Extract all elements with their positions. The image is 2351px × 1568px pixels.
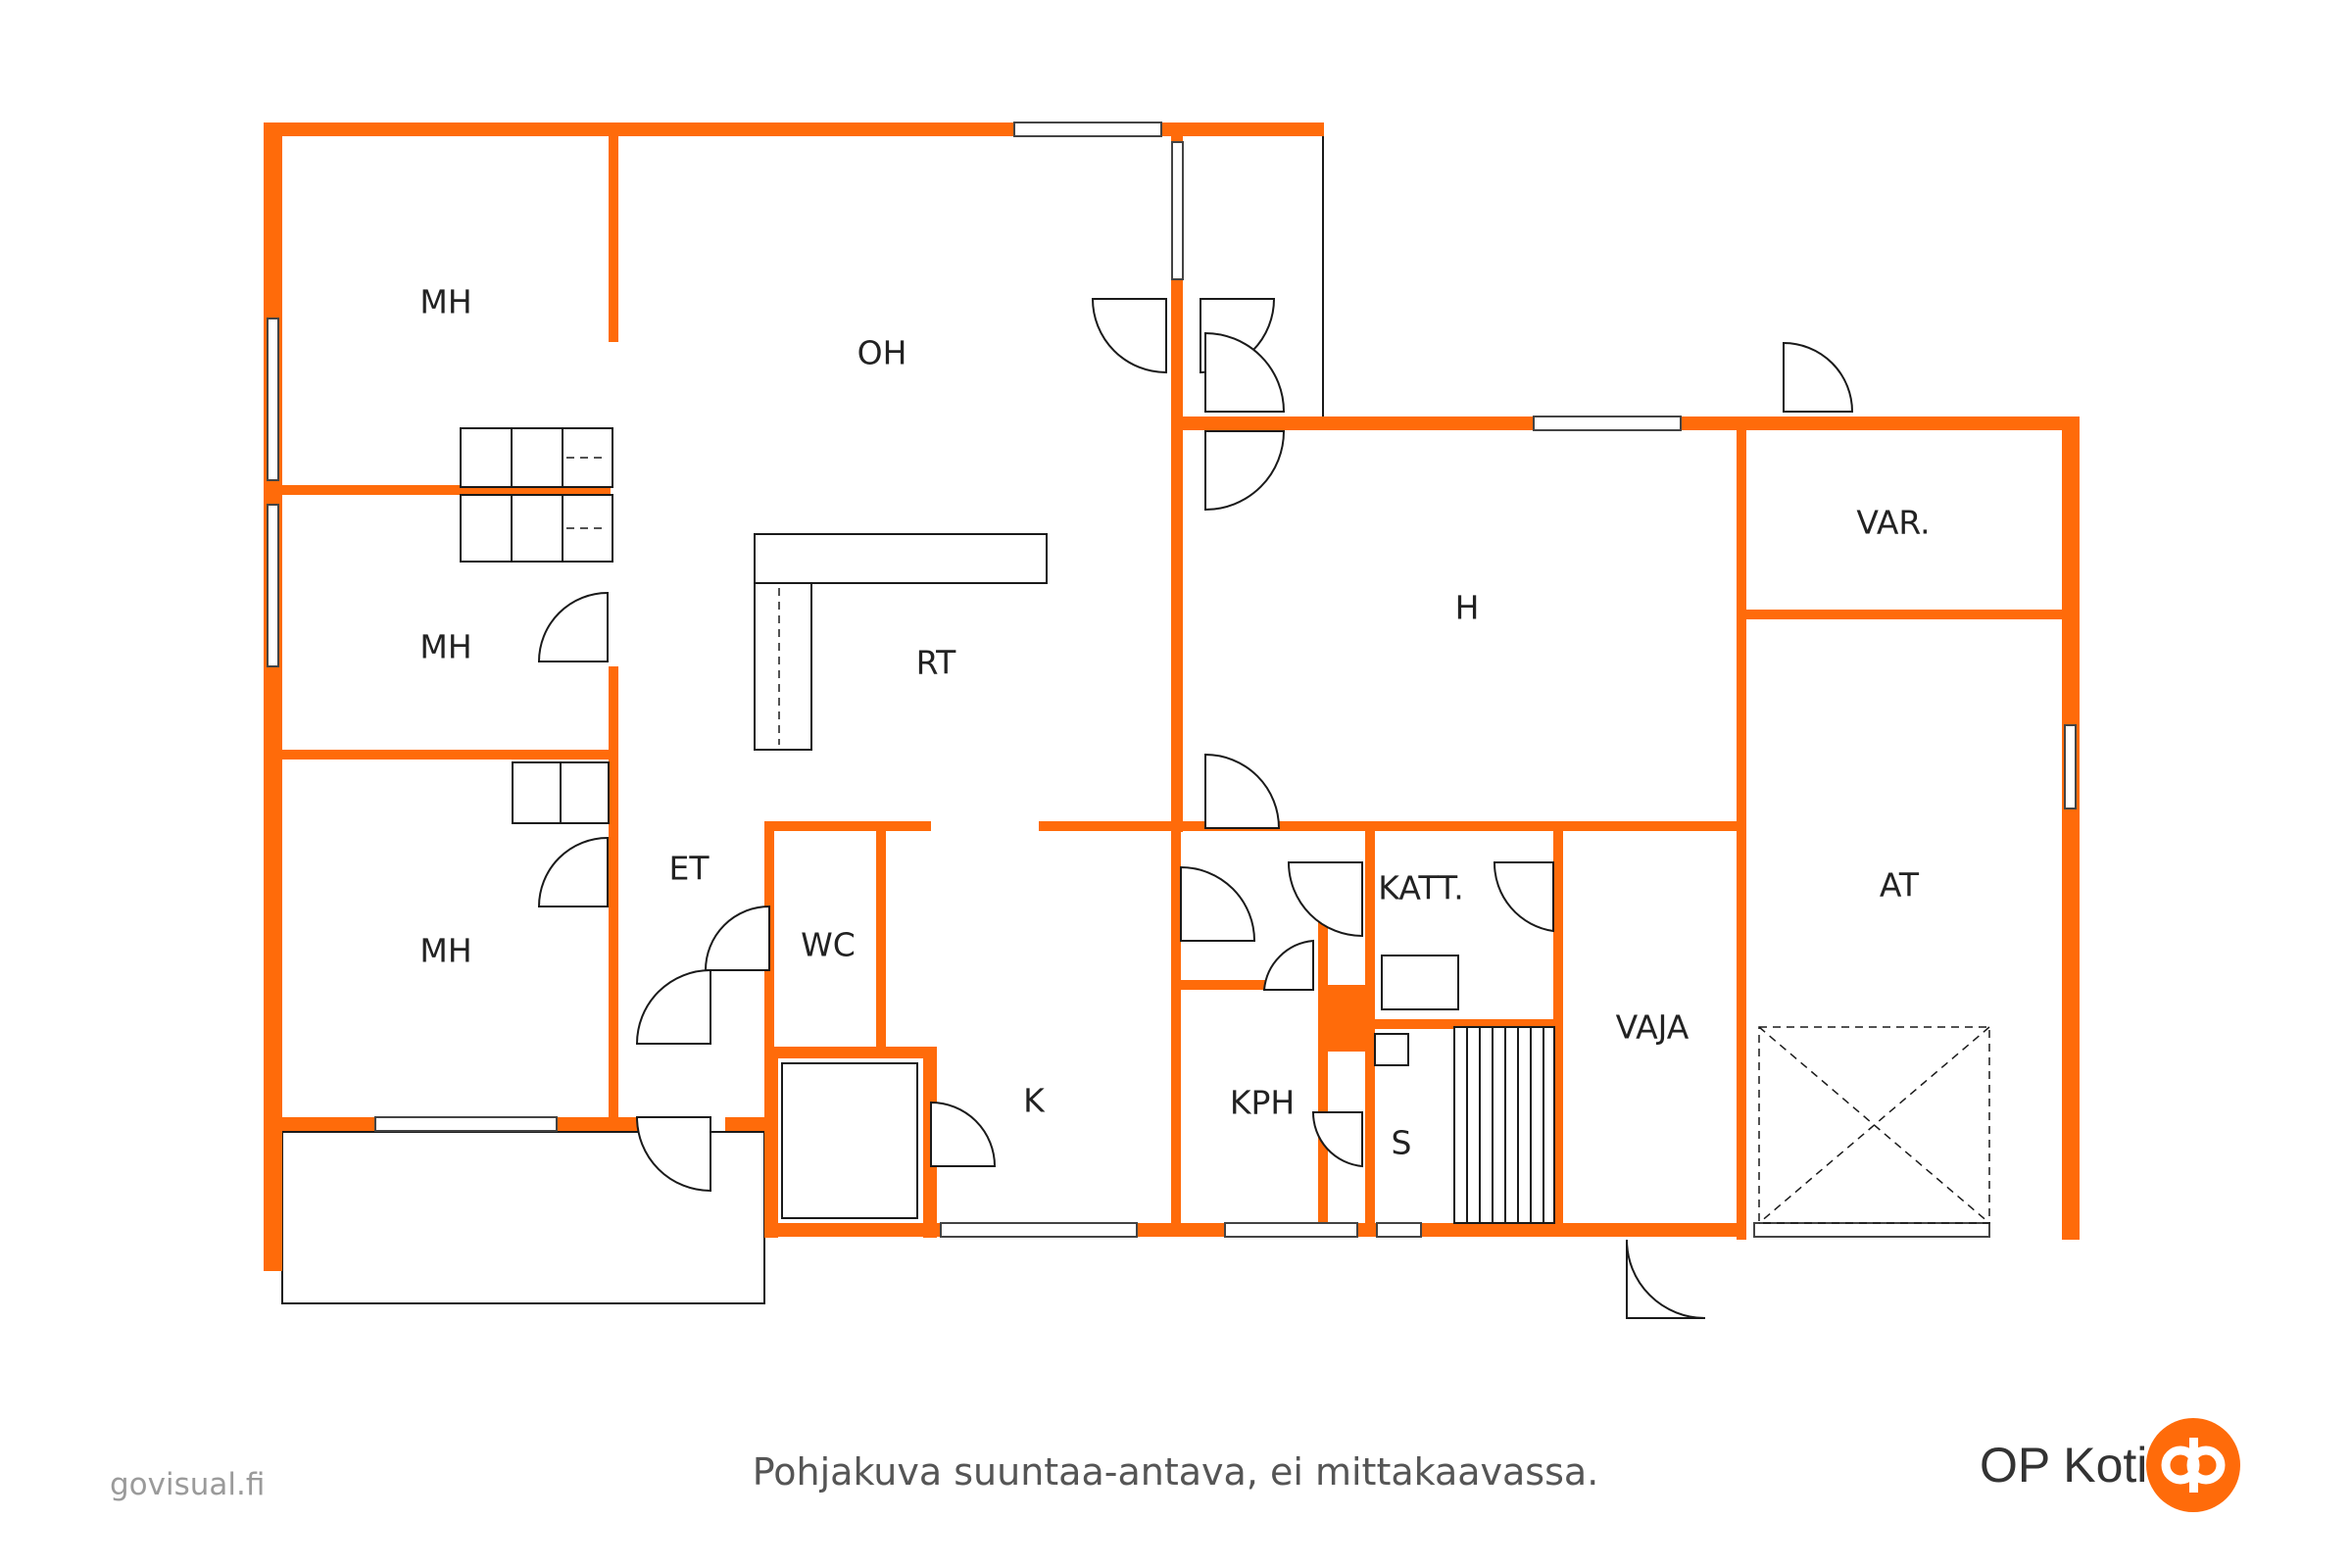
room-label-oh: OH — [857, 334, 907, 372]
room-label-mh-top: MH — [419, 283, 471, 321]
windows — [267, 122, 2077, 1238]
brand-name: OP Koti — [1980, 1438, 2148, 1493]
room-label-k: K — [1023, 1082, 1046, 1120]
room-label-katt: KATT. — [1378, 869, 1463, 907]
disclaimer-note: Pohjakuva suuntaa-antava, ei mittakaavas… — [752, 1450, 1599, 1494]
room-label-at: AT — [1880, 866, 1920, 905]
room-label-mh-mid: MH — [419, 628, 471, 666]
room-label-kph: KPH — [1230, 1084, 1295, 1122]
room-label-wc: WC — [801, 926, 856, 964]
fixtures — [460, 427, 1990, 1224]
room-label-h: H — [1455, 589, 1480, 627]
room-label-rt: RT — [916, 644, 957, 682]
room-label-var: VAR. — [1856, 504, 1930, 542]
credit-text: govisual.fi — [110, 1467, 266, 1502]
room-labels: MH OH MH RT ET MH WC K H VAR. KATT. KPH … — [419, 283, 1930, 1162]
room-label-mh-bottom: MH — [419, 932, 471, 970]
op-logo-icon — [2146, 1418, 2240, 1512]
room-label-et: ET — [668, 850, 710, 888]
door-swings — [537, 298, 1854, 1319]
room-label-s: S — [1392, 1124, 1412, 1162]
walls — [264, 122, 2080, 1271]
room-label-vaja: VAJA — [1616, 1008, 1690, 1047]
